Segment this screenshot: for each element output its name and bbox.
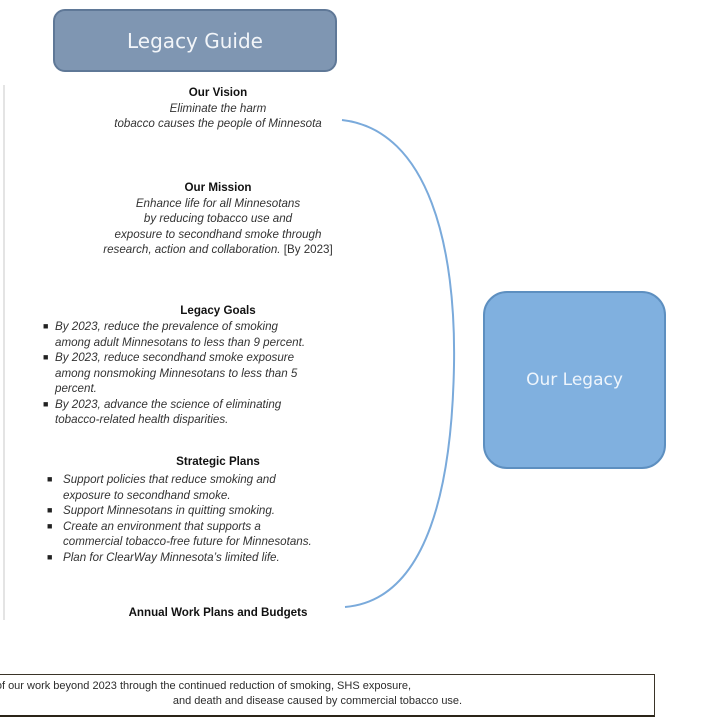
annual-section: Annual Work Plans and Budgets — [68, 605, 368, 621]
goal-item: ■ By 2023, advance the science of elimin… — [43, 397, 355, 428]
plan-item: ■ Plan for ClearWay Minnesota’s limited … — [47, 550, 363, 566]
our-legacy-box: Our Legacy — [483, 291, 666, 469]
plan-line: Support Minnesotans in quitting smoking. — [63, 504, 276, 517]
bullet-icon: ■ — [47, 505, 53, 515]
bullet-icon: ■ — [43, 398, 49, 409]
impact-statement-box: ct of our work beyond 2023 through the c… — [0, 674, 655, 717]
annual-heading: Annual Work Plans and Budgets — [128, 606, 308, 619]
mission-line: Enhance life for all Minnesotans — [135, 196, 301, 210]
vision-heading: Our Vision — [188, 86, 248, 99]
bullet-icon: ■ — [47, 474, 53, 484]
vision-line: tobacco causes the people of Minnesota — [114, 117, 322, 130]
bracket-arc-path — [341, 119, 456, 608]
impact-line-1: ct of our work beyond 2023 through the c… — [0, 679, 654, 694]
plans-heading: Strategic Plans — [176, 455, 260, 468]
mission-suffix: [By 2023] — [283, 243, 333, 256]
goal-line: among adult Minnesotans to less than 9 p… — [55, 335, 306, 349]
goals-list: ■ By 2023, reduce the prevalence of smok… — [43, 319, 355, 428]
plans-list: ■ Support policies that reduce smoking a… — [47, 472, 363, 566]
mission-line-with-suffix: research, action and collaboration. [By … — [68, 242, 368, 258]
goal-line: By 2023, advance the science of eliminat… — [55, 397, 282, 411]
bullet-icon: ■ — [43, 321, 49, 331]
plan-item: ■ Support policies that reduce smoking a… — [47, 472, 363, 503]
legacy-guide-title-box: Legacy Guide — [53, 9, 337, 72]
vision-section: Our Vision Eliminate the harm tobacco ca… — [68, 85, 368, 132]
goal-line: By 2023, reduce the prevalence of smokin… — [55, 320, 278, 333]
mission-line: exposure to secondhand smoke through — [114, 227, 322, 241]
bullet-icon: ■ — [43, 352, 49, 362]
left-rule-divider — [3, 85, 5, 620]
goal-line: By 2023, reduce secondhand smoke exposur… — [55, 351, 295, 364]
plan-line: commercial tobacco-free future for Minne… — [63, 535, 312, 548]
legacy-guide-title: Legacy Guide — [127, 28, 263, 53]
goal-item: ■ By 2023, reduce the prevalence of smok… — [43, 319, 355, 350]
plans-section-heading-wrap: Strategic Plans — [68, 454, 368, 470]
mission-line: research, action and collaboration. — [103, 243, 281, 256]
goals-section-heading-wrap: Legacy Goals — [68, 303, 368, 319]
goal-line: tobacco-related health disparities. — [55, 413, 229, 426]
vision-line: Eliminate the harm — [169, 101, 267, 115]
mission-heading: Our Mission — [184, 181, 252, 194]
plan-item: ■ Support Minnesotans in quitting smokin… — [47, 503, 363, 519]
plan-item: ■ Create an environment that supports a … — [47, 519, 363, 550]
plan-line: Plan for ClearWay Minnesota’s limited li… — [63, 550, 280, 564]
plan-line: Create an environment that supports a — [63, 519, 261, 533]
our-legacy-label: Our Legacy — [526, 370, 623, 390]
plan-line: Support policies that reduce smoking and — [63, 473, 276, 486]
goal-item: ■ By 2023, reduce secondhand smoke expos… — [43, 350, 355, 397]
goal-line: among nonsmoking Minnesotans to less tha… — [55, 366, 298, 380]
goal-line: percent. — [55, 382, 97, 395]
mission-line: by reducing tobacco use and — [143, 212, 293, 225]
mission-section: Our Mission Enhance life for all Minneso… — [68, 180, 368, 258]
bullet-icon: ■ — [47, 520, 53, 531]
goals-heading: Legacy Goals — [180, 304, 256, 317]
bullet-icon: ■ — [47, 551, 53, 562]
impact-line-1-text: of our work beyond 2023 through the cont… — [0, 680, 412, 692]
plan-line: exposure to secondhand smoke. — [63, 488, 231, 502]
impact-line-2: and death and disease caused by commerci… — [172, 695, 463, 707]
